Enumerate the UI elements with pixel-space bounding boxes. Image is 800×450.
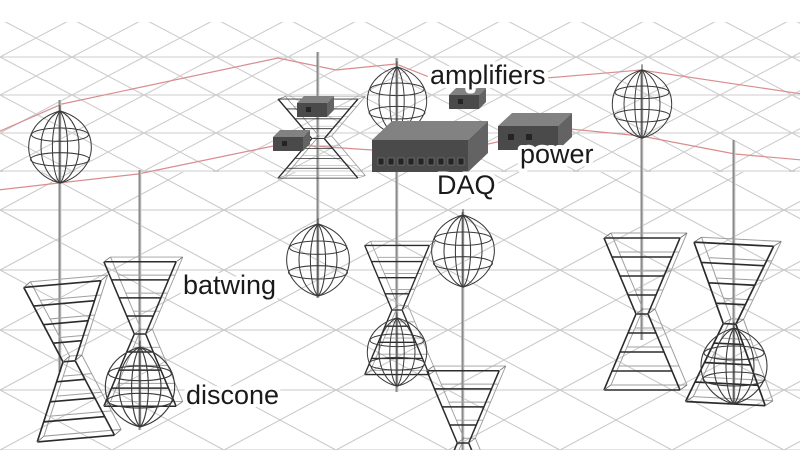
power-connector [526,134,532,140]
antenna-2 [103,170,184,430]
power-connector [508,134,514,140]
cable-top [0,57,800,132]
power-box [498,113,572,150]
daq-connector-row [377,157,465,166]
antenna-3 [277,52,367,298]
daq-box-front [372,140,468,172]
antenna-6 [603,63,688,391]
amplifier-box-3 [449,88,486,109]
antenna-7 [684,140,783,407]
daq-box-top [372,121,488,140]
ground-mesh-near [0,172,800,450]
power-box-top [498,113,572,126]
label-daq: DAQ [437,170,496,200]
amplifier-box-1 [297,96,334,117]
cable-left [0,143,373,191]
label-power: power [520,139,594,169]
antenna-5 [426,208,507,450]
power-box-side [558,113,572,150]
label-batwing: batwing [183,270,276,300]
daq-box [372,121,488,172]
label-amplifiers: amplifiers [430,60,546,90]
label-discone: discone [186,380,279,410]
antenna-4 [364,58,436,392]
labels: amplifiers power DAQ batwing discone [179,56,598,414]
amplifier-box-2 [273,130,310,151]
daq-box-side [468,121,488,172]
antenna-1 [22,100,123,443]
equipment-boxes [273,88,572,172]
